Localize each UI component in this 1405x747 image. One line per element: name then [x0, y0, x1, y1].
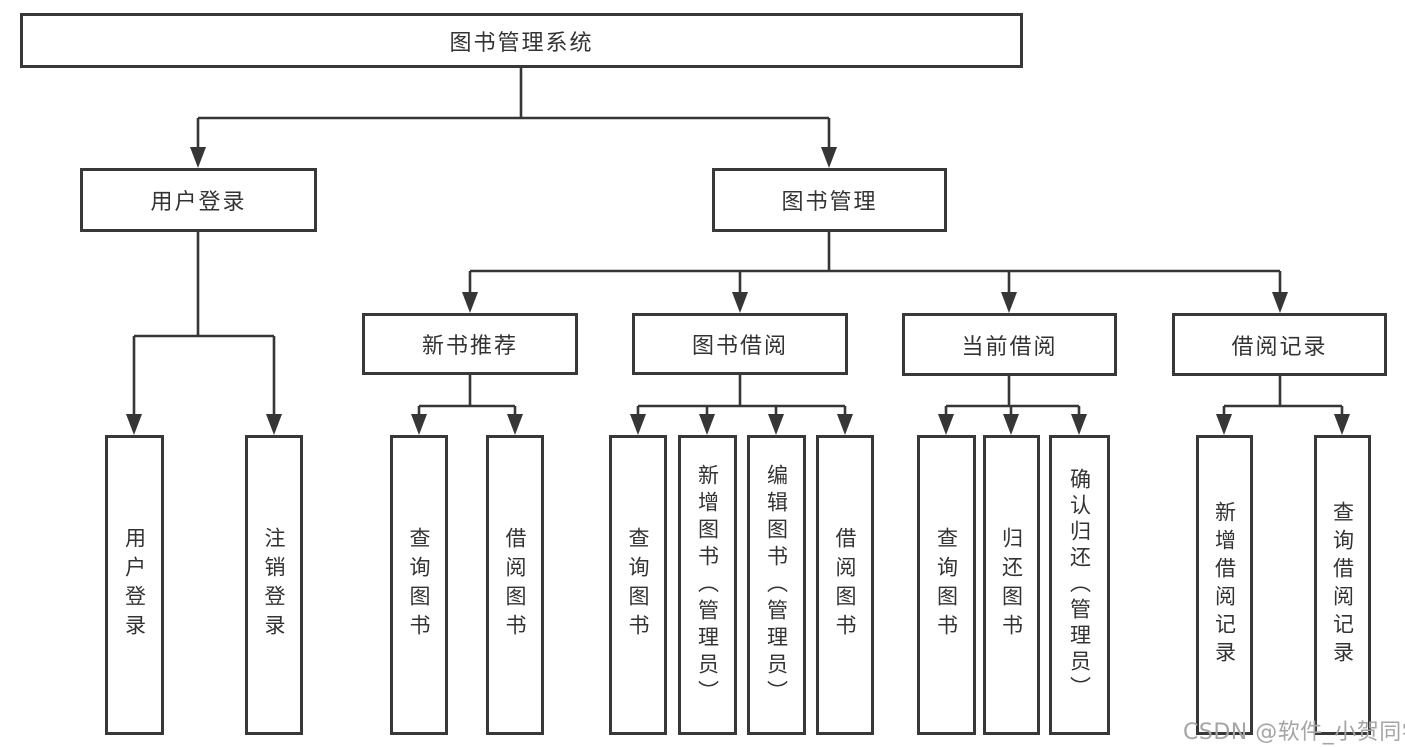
- node-new-book-recommendation: 新书推荐: [362, 313, 578, 375]
- node-borrowing-records: 借阅记录: [1172, 313, 1387, 376]
- leaf-query-borrowing-record: 查询借阅记录: [1314, 435, 1371, 735]
- connector-root-to-level1: [190, 68, 837, 168]
- csdn-watermark: CSDN @软件_小贺同学: [1183, 720, 1405, 745]
- connector-borrowing-records-branch: [1216, 376, 1350, 435]
- leaf-query-books-recommend: 查询图书: [390, 435, 448, 735]
- leaf-edit-books-admin: 编辑图书（管理员）: [747, 435, 806, 735]
- leaf-user-login: 用户登录: [105, 435, 164, 735]
- leaf-query-books-current: 查询图书: [917, 435, 976, 735]
- connector-current-borrowing-branch: [938, 376, 1087, 435]
- leaf-add-borrowing-record: 新增借阅记录: [1196, 435, 1253, 735]
- leaf-add-books-admin: 新增图书（管理员）: [678, 435, 737, 735]
- leaf-borrow-books-recommend: 借阅图书: [486, 435, 544, 735]
- connector-book-management-to-level2: [462, 232, 1288, 313]
- leaf-confirm-return-admin: 确认归还（管理员）: [1049, 435, 1110, 735]
- connector-new-book-branch: [411, 375, 523, 435]
- leaf-query-books-borrowing: 查询图书: [609, 435, 667, 735]
- node-book-management: 图书管理: [712, 168, 947, 232]
- connector-user-login-branch: [126, 232, 282, 435]
- node-user-login: 用户登录: [80, 168, 317, 232]
- node-current-borrowing: 当前借阅: [902, 313, 1117, 376]
- leaf-logout: 注销登录: [245, 435, 303, 735]
- connector-book-borrowing-branch: [630, 375, 853, 435]
- leaf-return-books: 归还图书: [983, 435, 1040, 735]
- node-library-management-system: 图书管理系统: [20, 13, 1023, 68]
- leaf-borrow-books: 借阅图书: [816, 435, 874, 735]
- node-book-borrowing: 图书借阅: [632, 313, 848, 375]
